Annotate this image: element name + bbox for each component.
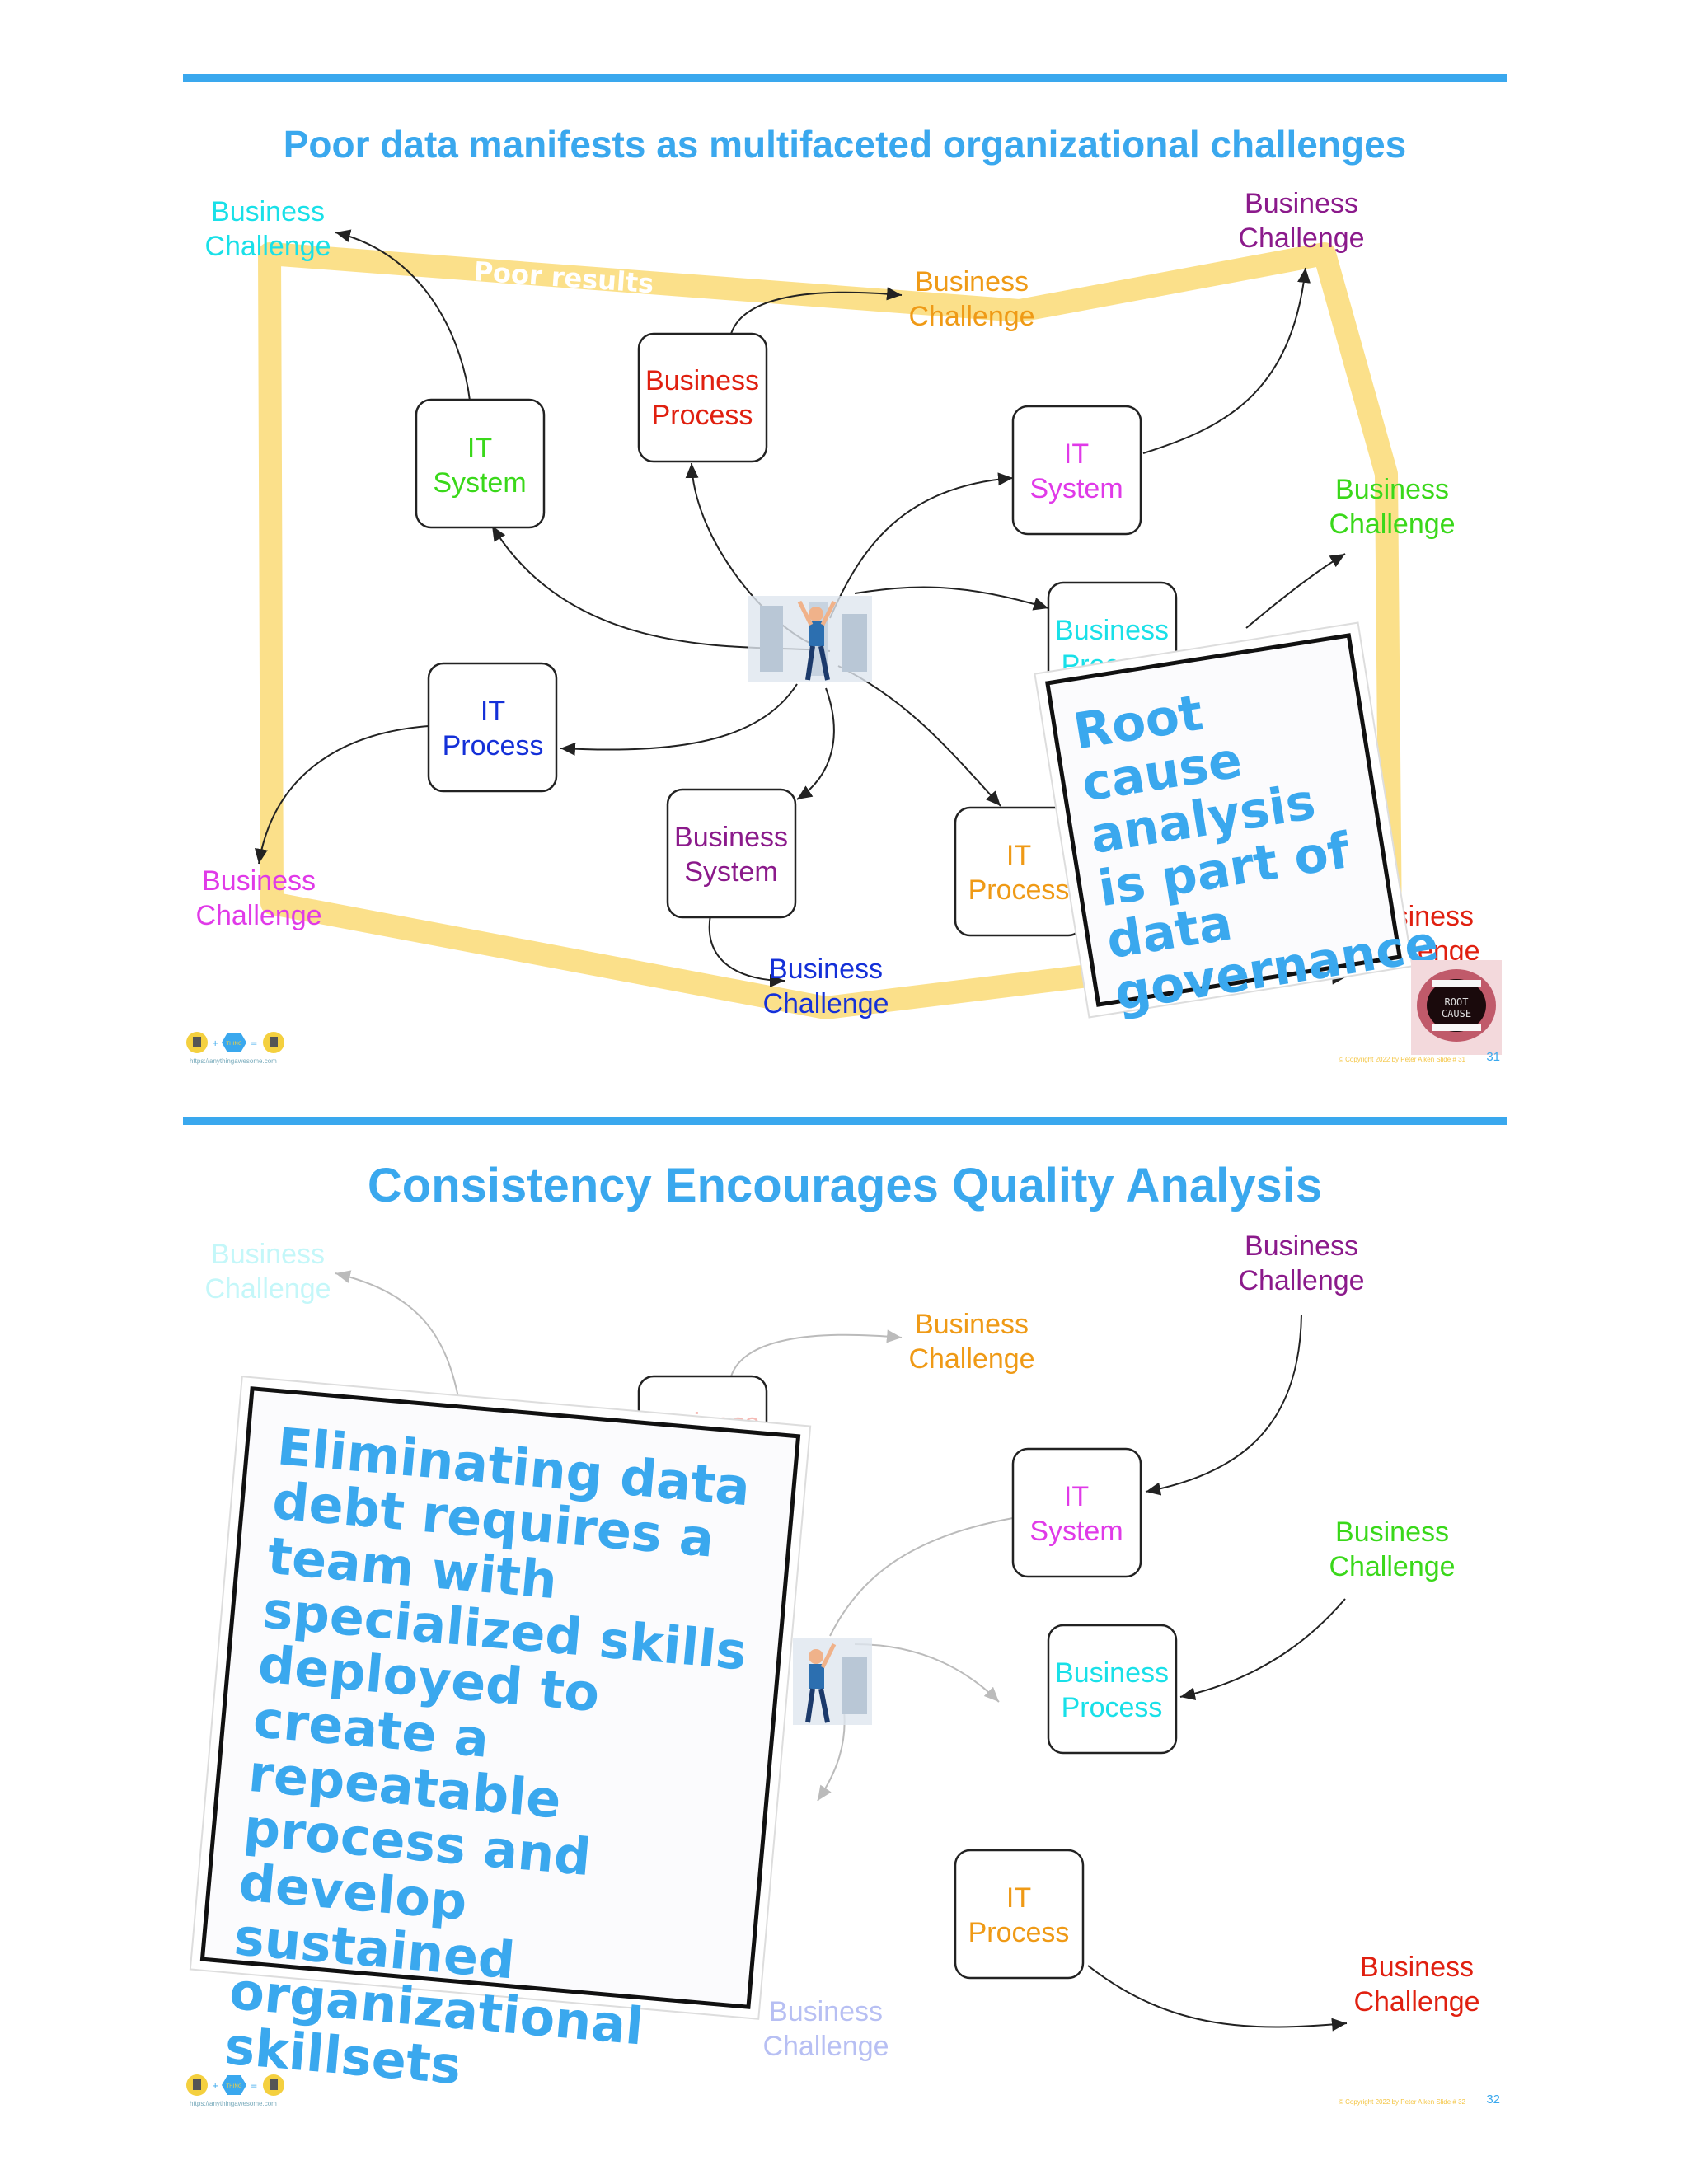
connector <box>560 683 798 756</box>
page-number: 31 <box>1486 1050 1500 1064</box>
person-illustration <box>748 596 872 682</box>
person-illustration <box>793 1638 872 1725</box>
anything-awesome-logo: + THING = <box>186 1032 284 1053</box>
connector <box>1145 1314 1302 1496</box>
footer-copyright: © Copyright 2022 by Peter Aiken Slide # … <box>1339 2098 1465 2106</box>
node-box <box>637 332 768 463</box>
anything-awesome-logo: + THING = <box>186 2074 284 2096</box>
slide-32: Consistency Encourages Quality Analysis <box>183 1117 1507 2159</box>
node-box <box>1047 1624 1178 1755</box>
svg-text:+: + <box>212 2082 218 2091</box>
connector <box>335 1270 460 1402</box>
node-box <box>415 398 546 529</box>
slide-title: Poor data manifests as multifaceted orga… <box>283 123 1407 166</box>
data-debt-note-text: Eliminating data debt requires a team wi… <box>222 1416 753 2097</box>
connector <box>796 687 835 800</box>
root-cause-note: Root cause analysis is part of data gove… <box>1045 633 1442 1023</box>
connector <box>829 1517 1014 1637</box>
root-cause-mouth-image: ROOT CAUSE <box>1411 960 1502 1055</box>
poor-results-label: Poor results <box>472 255 654 299</box>
node-box <box>1011 1447 1142 1578</box>
footer-copyright: © Copyright 2022 by Peter Aiken Slide # … <box>1339 1056 1465 1063</box>
svg-text:THING: THING <box>225 1041 241 1047</box>
connector <box>1087 1965 1348 2032</box>
node-box <box>427 662 558 793</box>
top-accent-bar <box>183 1117 1507 1125</box>
svg-text:ROOT: ROOT <box>1445 996 1469 1008</box>
svg-text:+: + <box>212 1039 218 1048</box>
connector <box>708 914 785 987</box>
node-box <box>954 1849 1085 1980</box>
connector <box>335 229 471 401</box>
slide-31: Poor data manifests as multifaceted orga… <box>183 74 1507 1117</box>
connector <box>854 1643 1000 1703</box>
node-box <box>1011 405 1142 536</box>
data-debt-note: Eliminating data debt requires a team wi… <box>199 1386 801 2096</box>
connector <box>1179 1598 1346 1700</box>
connector <box>255 725 429 865</box>
top-accent-bar <box>183 74 1507 82</box>
connector <box>730 1329 903 1377</box>
page-number: 32 <box>1486 2093 1500 2107</box>
node-box <box>954 806 1085 937</box>
connector <box>829 472 1014 619</box>
connector <box>1245 553 1346 629</box>
svg-text:THING: THING <box>225 2083 241 2089</box>
root-cause-note-text: Root cause analysis is part of data gove… <box>1069 683 1442 1023</box>
footer-url: https://anythingawesome.com <box>190 1057 277 1065</box>
svg-text:CAUSE: CAUSE <box>1442 1008 1471 1019</box>
data-problem-diagram: Poor results <box>195 188 1480 1019</box>
svg-text:=: = <box>251 2082 257 2091</box>
connector <box>1142 267 1311 454</box>
footer-url: https://anythingawesome.com <box>190 2100 277 2107</box>
slide-title: Consistency Encourages Quality Analysis <box>367 1159 1323 1212</box>
svg-text:=: = <box>251 1039 257 1048</box>
connector <box>837 665 1001 807</box>
connector <box>730 287 903 335</box>
connector <box>854 586 1049 611</box>
node-box <box>666 788 797 919</box>
